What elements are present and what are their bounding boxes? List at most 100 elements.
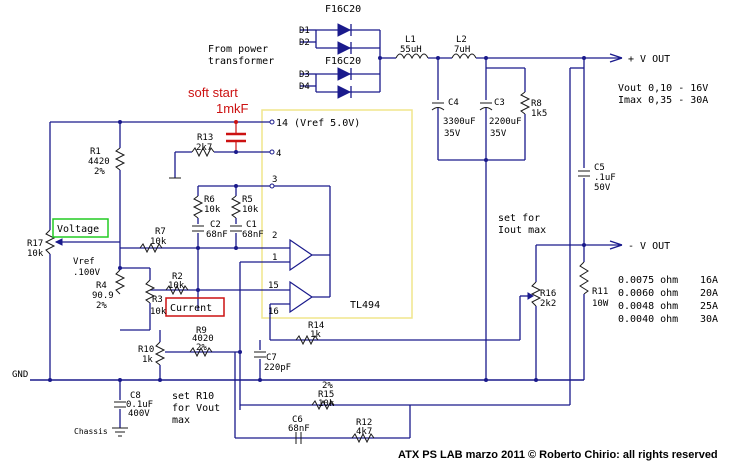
r6-name: R6	[204, 195, 215, 205]
pos-out-label: + V OUT	[628, 54, 670, 65]
gnd-label: GND	[12, 370, 28, 380]
r10-name: R10	[138, 345, 154, 355]
c3-name: C3	[494, 98, 505, 108]
error-amp-network	[120, 184, 331, 410]
r1-name: R1	[90, 147, 101, 157]
tl494-outline	[261, 109, 413, 319]
l1-value: 55uH	[400, 45, 422, 55]
c5-cap	[569, 56, 590, 405]
shunt-amp-2: 25A	[700, 301, 718, 312]
ic-name: TL494	[350, 300, 380, 311]
c7-name: C7	[266, 353, 277, 363]
source-label-2: transformer	[208, 56, 274, 67]
pin4-network	[169, 146, 275, 179]
d4-label: D4	[299, 82, 310, 92]
soft-start-value: 1mkF	[216, 101, 249, 116]
chassis-label: Chassis	[74, 427, 108, 436]
r10-value: 1k	[142, 355, 153, 365]
c8-name: C8	[130, 391, 141, 401]
r5-value: 10k	[242, 205, 259, 215]
c3-value: 2200uF	[489, 117, 522, 127]
r4-value: 90.9	[92, 291, 114, 301]
r17-name: R17	[27, 239, 43, 249]
vref-label-1: Vref	[73, 257, 95, 267]
r1-tol: 2%	[94, 167, 105, 177]
r4-name: R4	[96, 281, 107, 291]
r12-name: R12	[356, 418, 372, 428]
shunt-ohm-1: 0.0060 ohm	[618, 288, 678, 299]
c7-value: 220pF	[264, 363, 291, 373]
spec-line-1: Vout 0,10 - 16V	[618, 83, 708, 94]
r17-value: 10k	[27, 249, 44, 259]
set-iout-2: Iout max	[498, 225, 546, 236]
d3-label: D3	[299, 70, 310, 80]
current-sense	[114, 266, 520, 346]
current-box-label: Current	[170, 303, 212, 314]
d4-diode-icon	[337, 85, 352, 99]
error-amp1-icon	[289, 238, 314, 272]
c6-name: C6	[292, 415, 303, 425]
op-amps	[269, 183, 331, 314]
r16-pot	[519, 244, 584, 380]
r9-tol: 2%	[196, 343, 207, 353]
r15-name: R15	[318, 390, 334, 400]
r11-name: R11	[592, 287, 608, 297]
c3-voltage: 35V	[490, 129, 507, 139]
l2-name: L2	[456, 35, 467, 45]
source-label-1: From power	[208, 44, 268, 55]
pin3-label: 3	[272, 175, 277, 185]
pin1-label: 1	[272, 253, 277, 263]
r3-name: R3	[152, 295, 163, 305]
voltage-box	[52, 218, 109, 238]
vref-label-2: .100V	[73, 268, 101, 278]
set-r10-1: set R10	[172, 391, 214, 402]
shunt-amp-3: 30A	[700, 314, 718, 325]
pin16-label: 16	[268, 307, 279, 317]
r7-name: R7	[155, 227, 166, 237]
upper-diode-part: F16C20	[325, 4, 361, 15]
c4-voltage: 35V	[444, 129, 461, 139]
l2-value: 7uH	[454, 45, 470, 55]
neg-out-label: - V OUT	[628, 241, 670, 252]
r2-value: 10k	[168, 281, 185, 291]
c2-value: 68nF	[206, 230, 228, 240]
c4-name: C4	[448, 98, 459, 108]
pin4-label: 4	[276, 149, 281, 159]
r4-tol: 2%	[96, 301, 107, 311]
pin14-label: 14 (Vref 5.0V)	[276, 118, 360, 129]
r7-value: 10k	[150, 237, 167, 247]
r17-pot	[44, 229, 120, 380]
feedback-loop	[234, 352, 570, 444]
r3-value: 10k	[150, 307, 167, 317]
error-amp2-icon	[289, 280, 314, 314]
ground-rail	[30, 378, 584, 437]
r8-name: R8	[531, 99, 542, 109]
set-r10-3: max	[172, 415, 190, 426]
inductors	[395, 53, 623, 63]
d3-diode-icon	[337, 67, 352, 81]
r12-value: 4k7	[356, 427, 372, 437]
c6-value: 68nF	[288, 424, 310, 434]
r14-name: R14	[308, 321, 324, 331]
c2-name: C2	[210, 220, 221, 230]
r6-value: 10k	[204, 205, 221, 215]
r11-value: 10W	[592, 299, 609, 309]
output-filter	[431, 56, 531, 380]
r15-value: 10k	[318, 399, 335, 409]
shunt-amp-0: 16A	[700, 275, 718, 286]
c8-value: 0.1uF	[126, 400, 153, 410]
shunt-ohm-0: 0.0075 ohm	[618, 275, 678, 286]
neg-rail	[579, 240, 623, 380]
d1-label: D1	[299, 26, 310, 36]
r16-value: 2k2	[540, 299, 556, 309]
shunt-ohm-2: 0.0048 ohm	[618, 301, 678, 312]
voltage-box-label: Voltage	[57, 224, 99, 235]
d2-label: D2	[299, 38, 310, 48]
r16-name: R16	[540, 289, 556, 299]
c5-name: C5	[594, 163, 605, 173]
lower-diode-part: F16C20	[325, 56, 361, 67]
shunt-ohm-3: 0.0040 ohm	[618, 314, 678, 325]
pin15-label: 15	[268, 281, 279, 291]
